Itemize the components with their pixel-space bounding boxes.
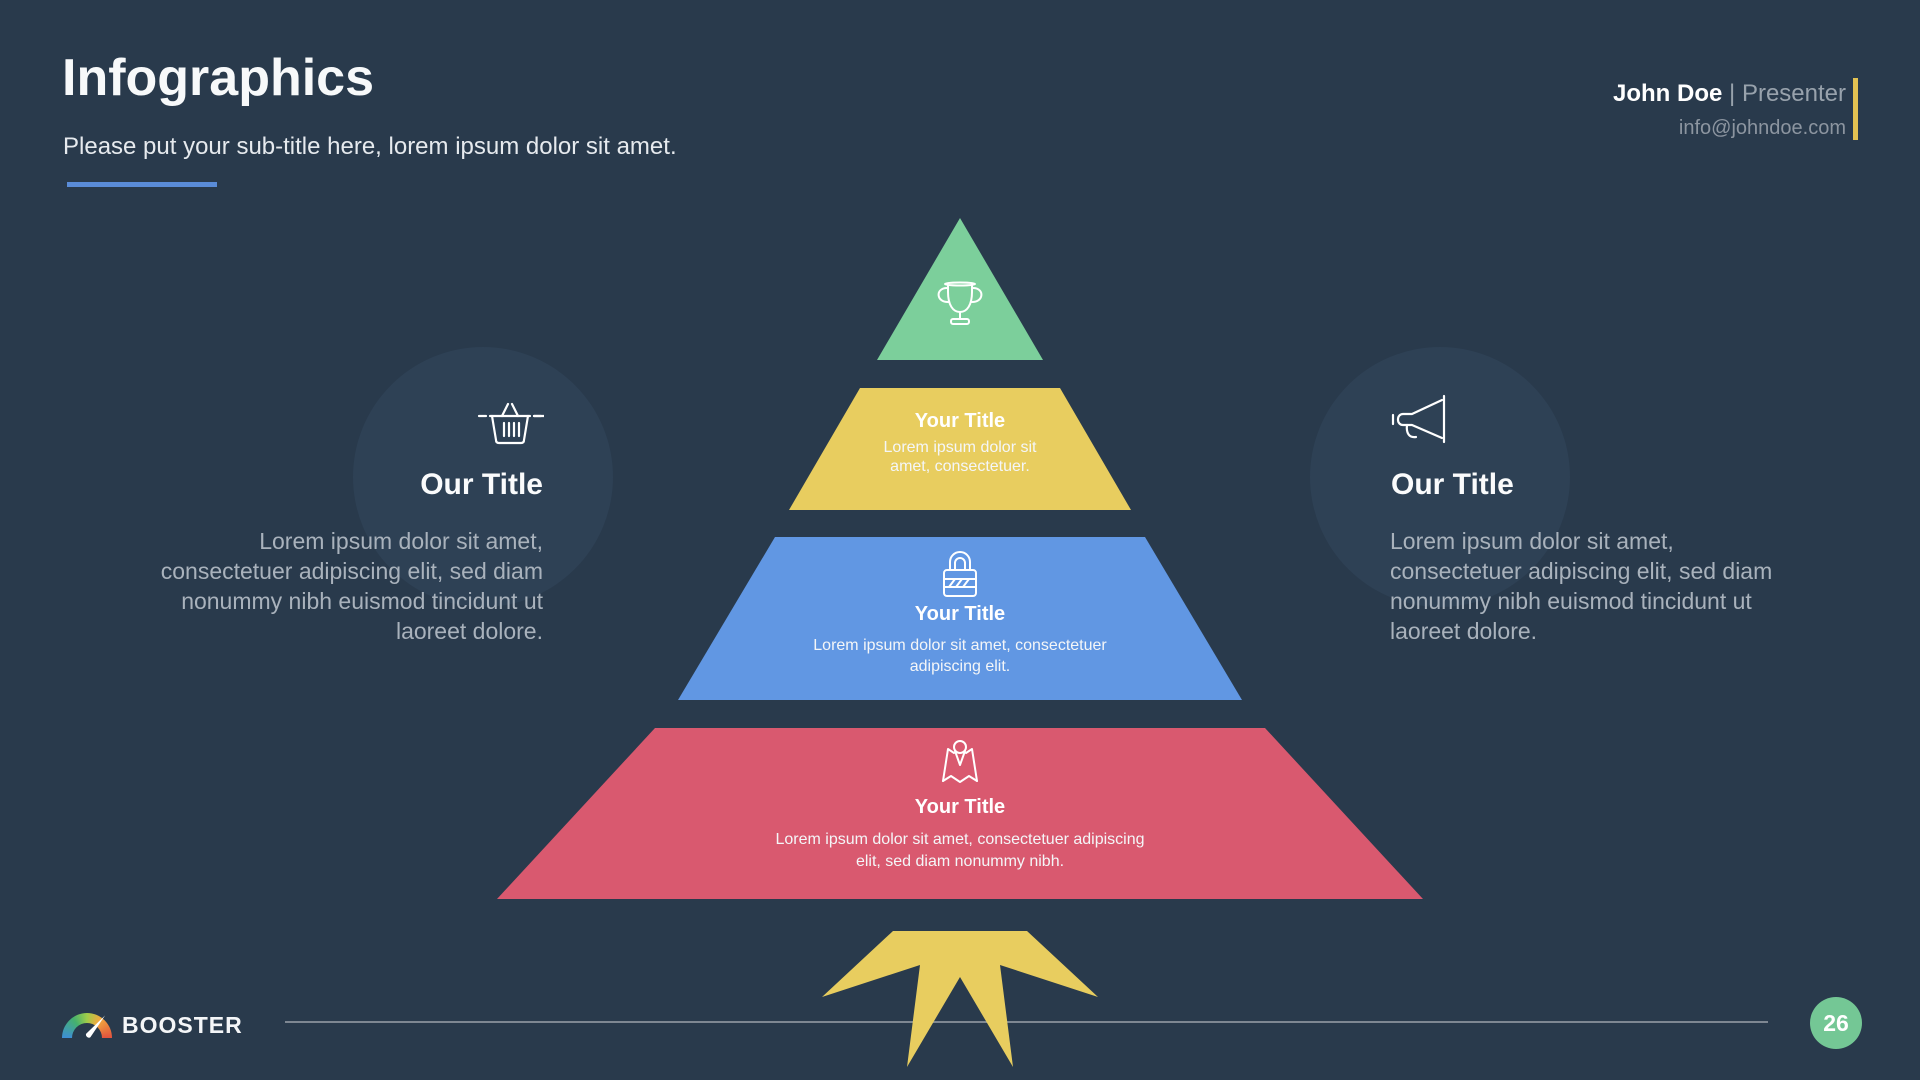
right-feature-title: Our Title	[1391, 468, 1514, 501]
presenter-line: John Doe | Presenter	[1613, 80, 1846, 108]
trophy-icon	[931, 272, 989, 335]
pyramid-level-top-shape	[877, 218, 1043, 360]
star-burst-shape	[822, 931, 1098, 1067]
page-title: Infographics	[62, 49, 375, 107]
pyramid-level-body: Lorem ipsum dolor sit amet, consectetuer…	[813, 637, 1107, 675]
page-number-badge: 26	[1810, 997, 1862, 1049]
pyramid-level-body: Lorem ipsum dolor sit amet, consectetuer…	[775, 831, 1145, 870]
left-feature-body: Lorem ipsum dolor sit amet, consectetuer…	[160, 528, 543, 644]
presenter-role: Presenter	[1741, 80, 1846, 107]
pyramid-level-third-text: Your Title Lorem ipsum dolor sit amet, c…	[760, 603, 1160, 677]
basket-icon	[476, 397, 601, 454]
pyramid-level-body: Lorem ipsum dolor sit amet, consectetuer…	[883, 439, 1037, 475]
right-feature-body: Lorem ipsum dolor sit amet, consectetuer…	[1390, 528, 1773, 644]
subtitle-accent-underline	[67, 182, 217, 187]
presenter-email: info@johndoe.com	[1678, 117, 1846, 139]
pyramid-level-second-shape	[789, 388, 1131, 510]
pyramid-level-title: Your Title	[914, 603, 1006, 625]
pyramid-level-title: Your Title	[914, 410, 1006, 432]
pyramid-level-fourth-text: Your Title Lorem ipsum dolor sit amet, c…	[760, 796, 1160, 873]
pyramid-level-title: Your Title	[914, 796, 1006, 818]
megaphone-icon	[1388, 393, 1454, 450]
map-icon	[933, 734, 987, 793]
header-accent-bar	[1853, 78, 1858, 140]
lock-icon	[940, 548, 980, 605]
footer-divider-line	[285, 1021, 1768, 1023]
presenter-name: John Doe	[1613, 80, 1723, 107]
left-feature-circle	[353, 347, 613, 607]
pyramid-level-second-text: Your Title Lorem ipsum dolor sit amet, c…	[760, 410, 1160, 476]
right-feature-circle	[1310, 347, 1570, 607]
left-feature-title: Our Title	[420, 468, 543, 501]
brand-name: BOOSTER	[122, 1012, 243, 1038]
booster-gauge-icon	[62, 1001, 112, 1041]
pyramid-level-third-shape	[678, 537, 1242, 700]
page-subtitle: Please put your sub-title here, lorem ip…	[63, 133, 677, 160]
presenter-separator: |	[1722, 80, 1742, 107]
pyramid-level-fourth-shape	[497, 728, 1423, 899]
page-number: 26	[1823, 1009, 1849, 1036]
